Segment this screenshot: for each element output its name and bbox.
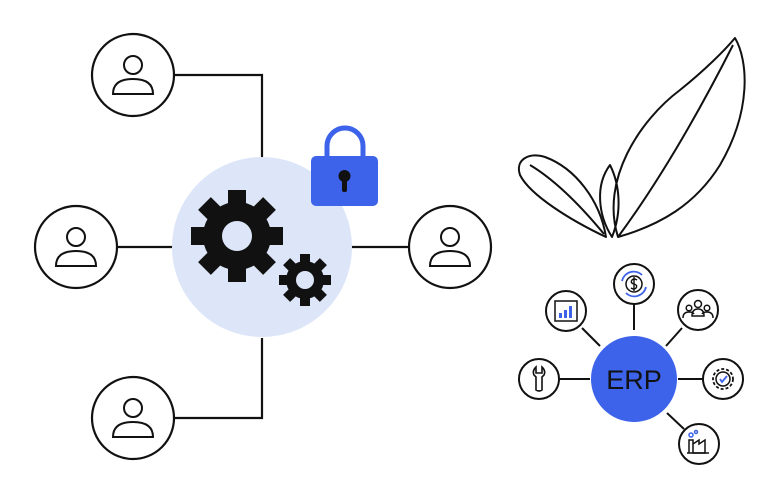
erp-module-analytics [545,290,587,332]
user-icon [111,55,155,95]
large-gear-icon [191,190,283,282]
gears-icon [191,190,331,306]
erp-module-settings [702,358,744,400]
user-node-bottom [90,375,176,461]
erp-module-team [677,289,719,331]
user-node-left [33,204,119,290]
erp-label: ERP [606,365,662,395]
connector-bottom-user [174,338,264,420]
leaf-mid [599,164,620,238]
dollar-sync-icon [621,270,647,298]
leaf-large-vein [617,44,734,238]
erp-module-manufacturing [678,423,720,465]
user-node-right [407,204,493,290]
hub-connectors [118,73,410,420]
leaf-left [517,154,607,238]
user-icon [428,227,472,267]
leaf-plant-icon [517,37,746,238]
user-icon [54,227,98,267]
padlock-icon [311,125,378,206]
erp-hub: ERP [591,336,677,422]
erp-spokes [559,304,704,430]
bar-chart-icon [554,300,578,322]
erp-module-maintenance [518,358,560,400]
wrench-icon [532,365,546,392]
erp-module-finance [613,263,655,305]
factory-icon [687,429,709,454]
gear-check-icon [712,368,734,390]
small-gear-icon [279,254,331,306]
leaf-large [612,37,746,238]
user-icon [111,398,155,438]
user-node-top [90,32,176,118]
leaf-left-vein [529,164,605,235]
connector-top-user [174,73,264,160]
team-icon [682,299,714,319]
